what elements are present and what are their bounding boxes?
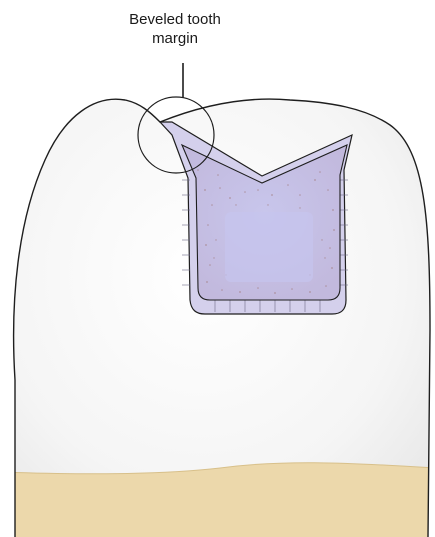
callout-label-line2: margin — [100, 29, 250, 48]
filling-center — [225, 212, 313, 282]
callout-label-line1: Beveled tooth — [100, 10, 250, 29]
